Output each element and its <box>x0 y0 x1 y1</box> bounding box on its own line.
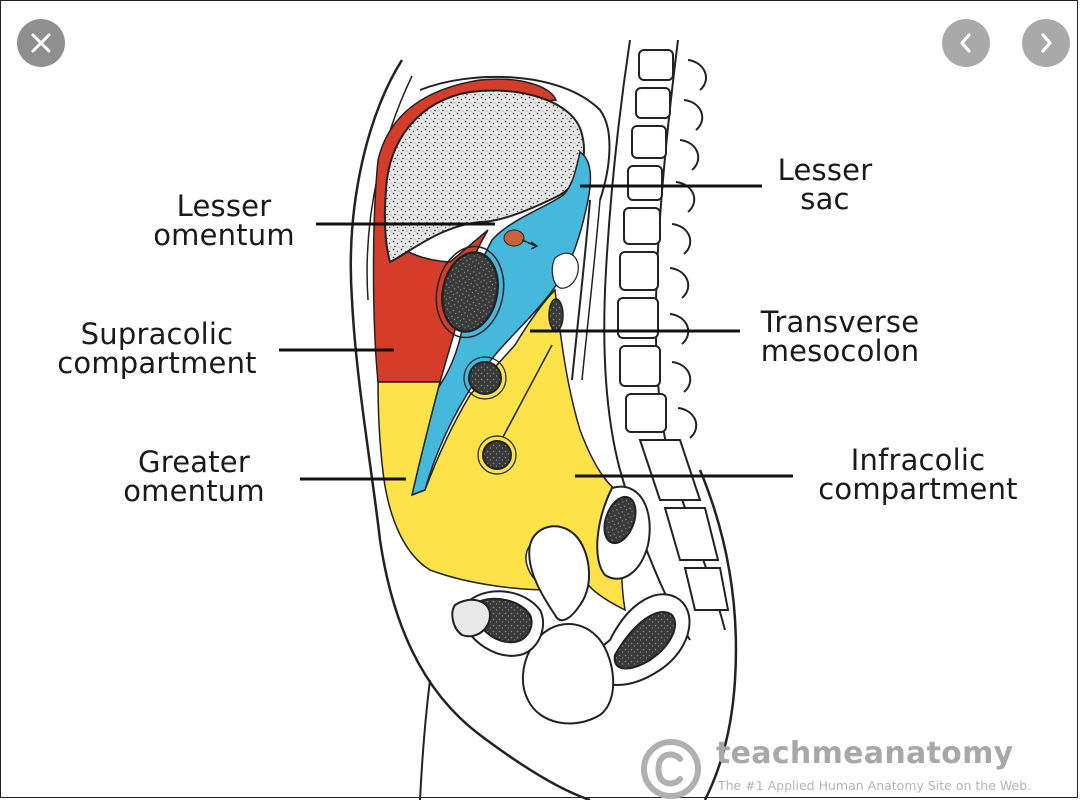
close-button[interactable] <box>17 19 65 67</box>
vertebral-column <box>603 39 730 641</box>
label-greater-omentum: Greater omentum <box>116 448 272 506</box>
label-lesser-sac: Lesser sac <box>770 156 880 214</box>
watermark-brand: teachmeanatomy <box>716 736 1014 771</box>
label-infracolic-line1: Infracolic <box>850 443 986 477</box>
watermark: teachmeanatomy The #1 Applied Human Anat… <box>636 736 1076 800</box>
copyright-logo-icon <box>641 739 701 799</box>
stomach <box>441 251 499 333</box>
pointer-lines <box>279 184 793 481</box>
anterior-body-wall <box>349 59 591 800</box>
small-intestine <box>482 440 512 470</box>
label-lesser-omentum-line2: omentum <box>153 218 295 252</box>
label-greater-omentum-line2: omentum <box>123 474 265 508</box>
label-transverse-mesocolon-line1: Transverse <box>760 305 920 339</box>
next-image-button[interactable] <box>1022 19 1070 67</box>
uterus <box>528 525 591 622</box>
label-lesser-sac-line1: Lesser <box>777 153 873 187</box>
label-supracolic-line1: Supracolic <box>80 317 234 351</box>
previous-image-button[interactable] <box>942 19 990 67</box>
label-lesser-sac-line2: sac <box>800 182 850 216</box>
label-transverse-mesocolon-line2: mesocolon <box>760 334 920 368</box>
label-greater-omentum-line1: Greater <box>138 445 250 479</box>
leg-outline <box>419 679 431 800</box>
peritoneal-outline <box>419 75 611 201</box>
label-supracolic-compartment: Supracolic compartment <box>48 320 266 378</box>
label-infracolic-line2: compartment <box>818 472 1018 506</box>
close-icon <box>31 33 51 53</box>
label-supracolic-line2: compartment <box>57 346 257 380</box>
transverse-colon <box>468 361 502 395</box>
label-lesser-omentum: Lesser omentum <box>146 192 302 250</box>
posterior-body-wall <box>698 469 738 800</box>
label-infracolic-compartment: Infracolic compartment <box>808 446 1028 504</box>
watermark-tagline: The #1 Applied Human Anatomy Site on the… <box>718 778 1032 793</box>
pelvic-organs <box>451 485 691 725</box>
bladder <box>522 623 615 725</box>
chevron-right-icon <box>1041 33 1052 53</box>
label-lesser-omentum-line1: Lesser <box>176 189 272 223</box>
label-transverse-mesocolon: Transverse mesocolon <box>750 308 930 366</box>
chevron-left-icon <box>960 33 971 53</box>
